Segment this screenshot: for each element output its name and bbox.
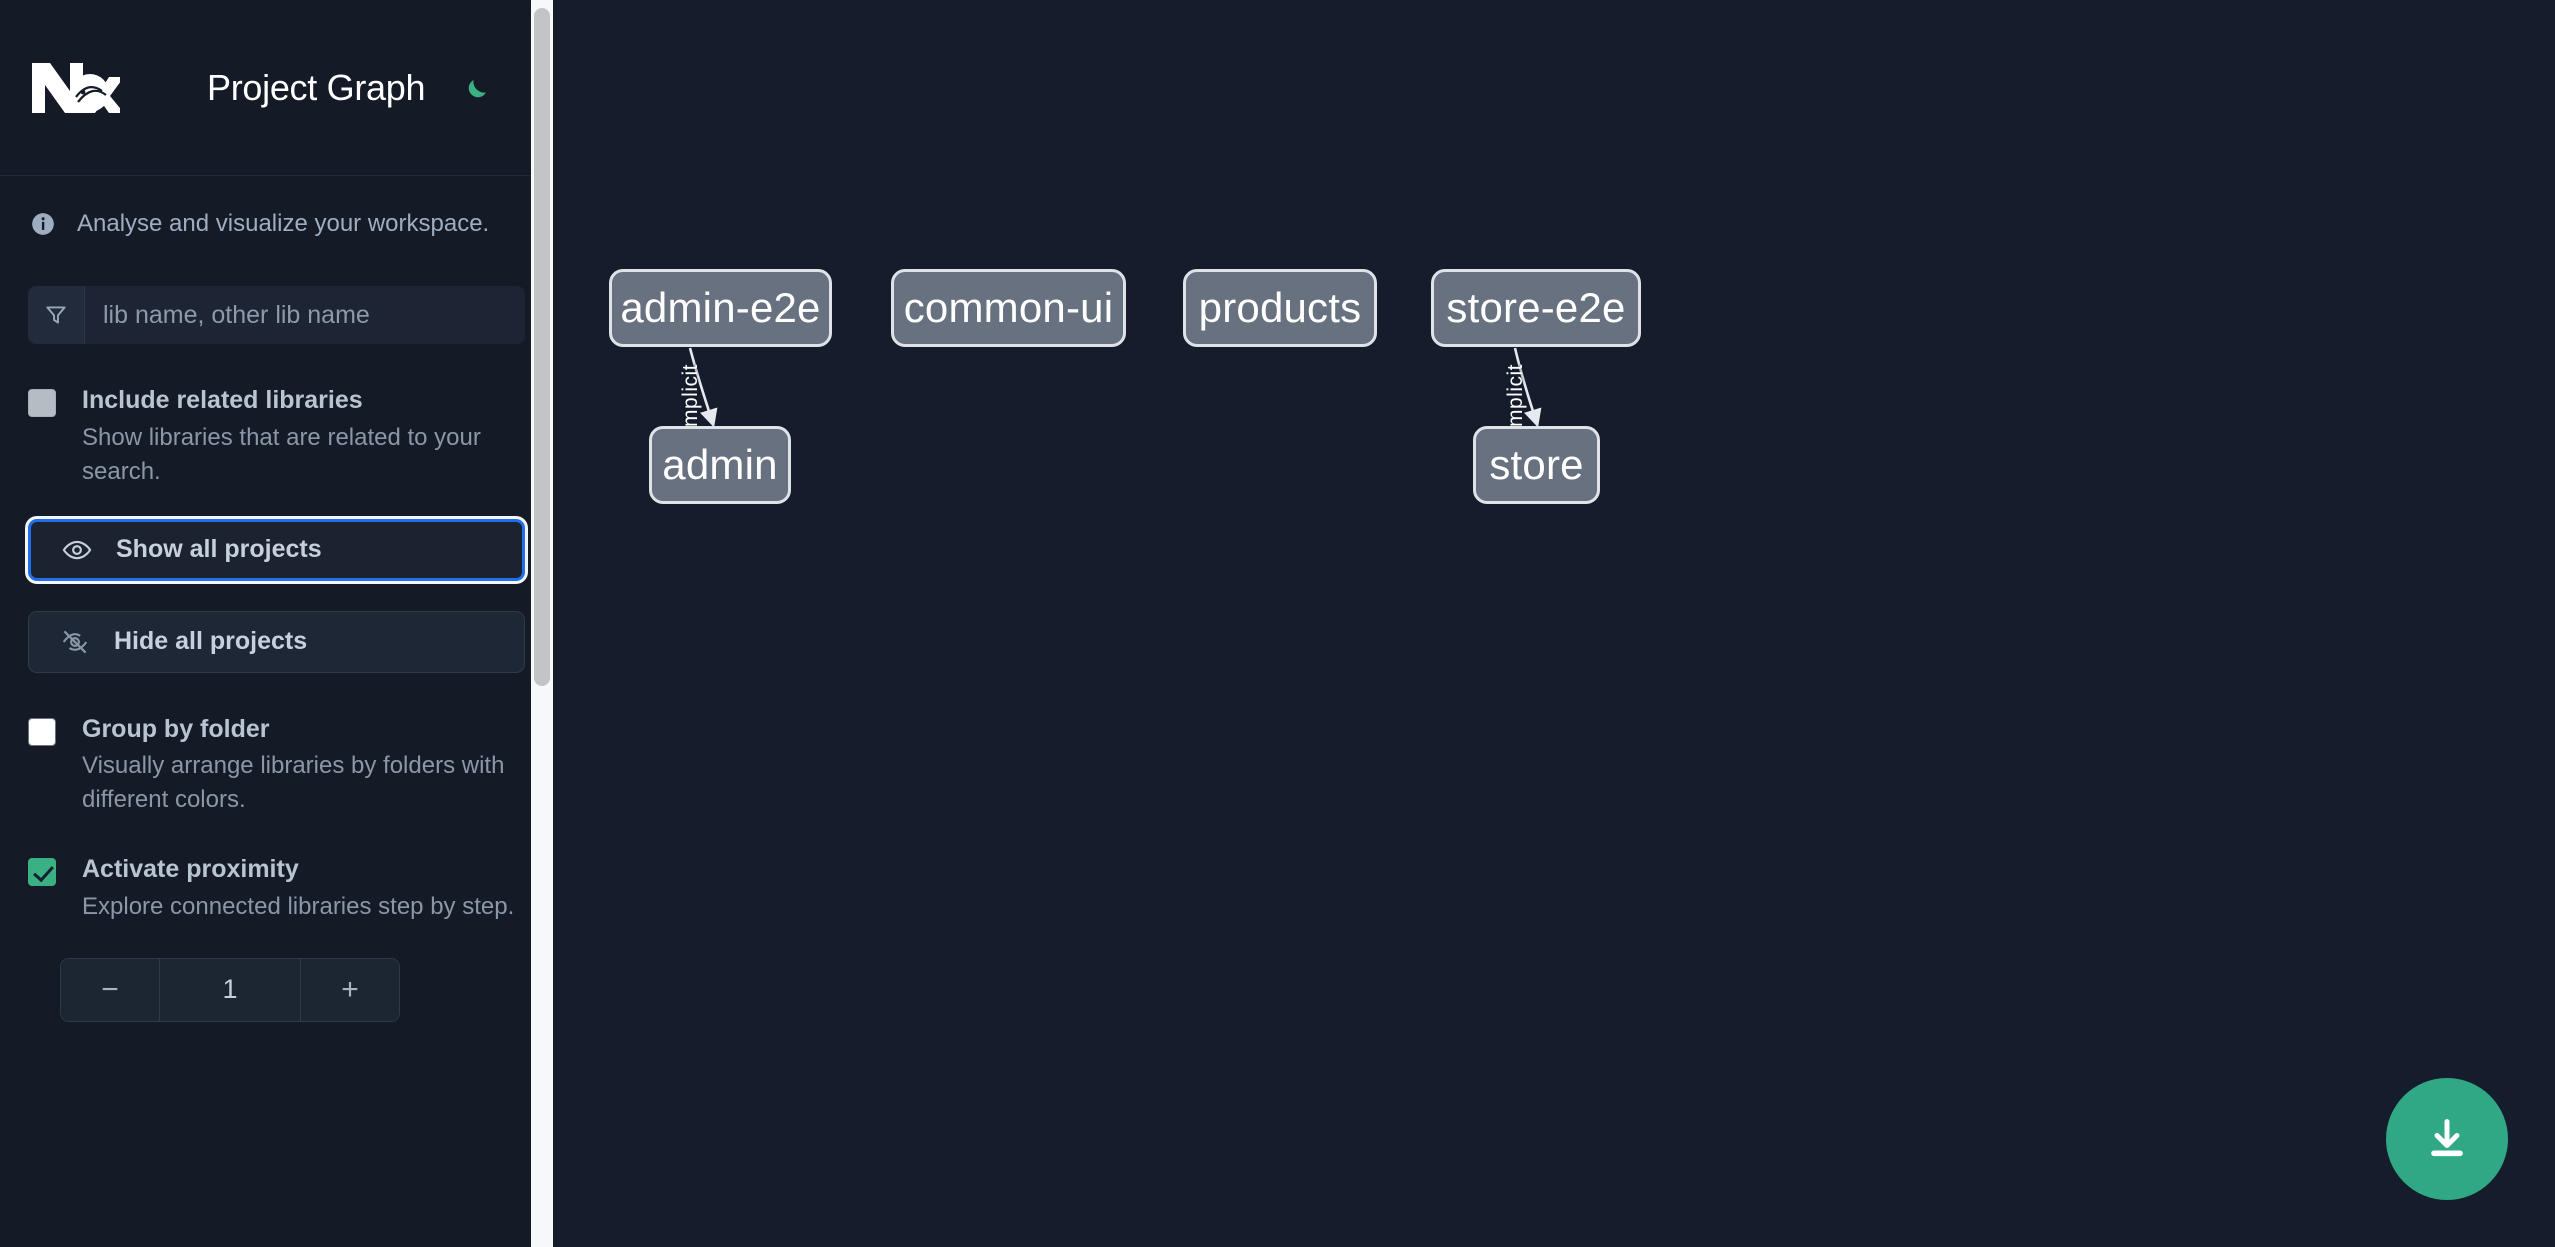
sidebar: Project Graph Analyse and visualize your… xyxy=(0,0,553,1247)
filter-icon xyxy=(28,286,85,344)
hide-all-projects-label: Hide all projects xyxy=(114,627,308,656)
option-description: Explore connected libraries step by step… xyxy=(82,892,515,920)
sidebar-scrollbar-thumb[interactable] xyxy=(534,8,550,686)
show-all-projects-button[interactable]: Show all projects xyxy=(28,518,525,581)
include-related-libraries-checkbox xyxy=(28,389,56,417)
info-icon xyxy=(30,211,56,237)
proximity-stepper[interactable]: − 1 + xyxy=(60,957,400,1022)
sidebar-scrollbar[interactable] xyxy=(531,0,553,1247)
graph-canvas[interactable]: implicit implicit admin-e2e common-ui pr… xyxy=(553,0,2555,1247)
option-title: Activate proximity xyxy=(82,855,299,884)
edge-label-store-e2e-store: implicit xyxy=(1504,364,1527,433)
graph-node-admin-e2e[interactable]: admin-e2e xyxy=(609,269,832,347)
group-by-folder-checkbox[interactable] xyxy=(28,717,56,746)
graph-node-store[interactable]: store xyxy=(1473,426,1600,504)
workspace-info-text: Analyse and visualize your workspace. xyxy=(77,210,490,237)
graph-edges xyxy=(688,347,1542,428)
sidebar-body: Include related libraries Show libraries… xyxy=(0,286,553,1022)
graph-node-products[interactable]: products xyxy=(1183,269,1377,347)
download-image-button[interactable] xyxy=(2386,1078,2508,1200)
search-field[interactable] xyxy=(28,286,525,344)
eye-off-icon xyxy=(57,624,93,660)
option-text: Activate proximity Explore connected lib… xyxy=(82,853,514,924)
option-title: Include related libraries xyxy=(82,386,363,414)
graph-node-admin[interactable]: admin xyxy=(649,426,791,504)
option-group-by-folder[interactable]: Group by folder Visually arrange librari… xyxy=(28,713,525,818)
option-activate-proximity[interactable]: Activate proximity Explore connected lib… xyxy=(28,853,525,924)
graph-node-common-ui[interactable]: common-ui xyxy=(891,269,1126,347)
nx-logo xyxy=(28,57,124,119)
search-input[interactable] xyxy=(85,286,525,344)
eye-icon xyxy=(59,532,95,568)
option-text: Include related libraries Show libraries… xyxy=(82,384,522,489)
moon-icon[interactable] xyxy=(458,68,498,108)
proximity-increment-button[interactable]: + xyxy=(300,958,399,1021)
page-title: Project Graph xyxy=(207,66,426,108)
edge-label-admin-e2e-admin: implicit xyxy=(679,364,702,433)
download-icon xyxy=(2431,1119,2463,1157)
show-all-projects-label: Show all projects xyxy=(116,535,322,564)
graph-node-store-e2e[interactable]: store-e2e xyxy=(1431,269,1641,347)
proximity-decrement-button[interactable]: − xyxy=(61,958,160,1021)
option-description: Visually arrange libraries by folders wi… xyxy=(82,752,505,814)
activate-proximity-checkbox[interactable] xyxy=(28,858,56,887)
proximity-value: 1 xyxy=(160,958,300,1021)
option-title: Group by folder xyxy=(82,714,270,743)
option-include-related-libraries[interactable]: Include related libraries Show libraries… xyxy=(28,384,525,489)
sidebar-header: Project Graph xyxy=(0,0,553,176)
option-description: Show libraries that are related to your … xyxy=(82,423,481,485)
workspace-info: Analyse and visualize your workspace. xyxy=(0,176,553,272)
hide-all-projects-button[interactable]: Hide all projects xyxy=(28,610,525,673)
option-text: Group by folder Visually arrange librari… xyxy=(82,713,522,818)
